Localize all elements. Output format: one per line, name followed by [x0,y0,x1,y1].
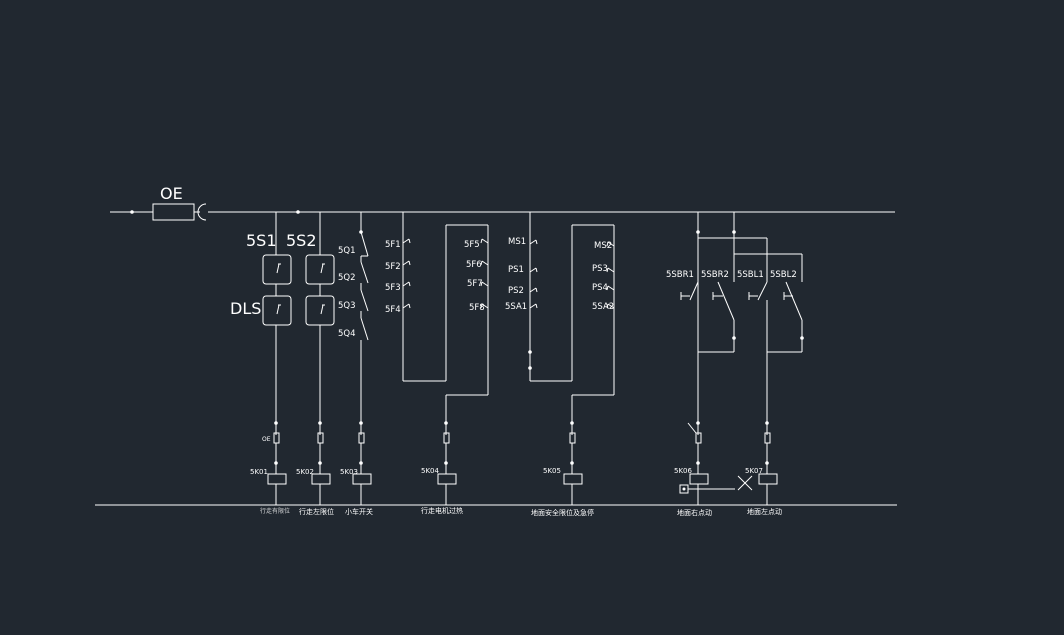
label-5q1: 5Q1 [338,246,356,256]
label-5f6: 5F6 [466,260,482,270]
label-5sbr2: 5SBR2 [701,270,729,280]
label-ps4: PS4 [592,283,608,293]
fuse-label: OE [160,184,183,203]
label-dls: DLS [230,299,261,318]
coil-5k02: 5K02 [296,468,314,476]
label-oe-small: OE [262,436,271,443]
label-5f2: 5F2 [385,262,401,272]
label-5f7: 5F7 [467,279,483,289]
branch-sb [680,212,804,435]
label-5f3: 5F3 [385,283,401,293]
label-ps3: PS3 [592,264,608,274]
label-ms2: MS2 [594,241,612,251]
label-5f1: 5F1 [385,240,401,250]
caption-2: 行走左限位 [299,507,334,516]
branch-s1 [262,212,292,435]
label-5q2: 5Q2 [338,273,356,283]
coil-5k06: 5K06 [674,467,692,475]
coil-5k05: 5K05 [543,467,561,475]
label-5s2: 5S2 [286,231,317,250]
label-5sbl2: 5SBL2 [770,270,797,280]
label-5q3: 5Q3 [338,301,356,311]
label-ps2: PS2 [508,286,524,296]
label-5sbl1: 5SBL1 [737,270,764,280]
caption-6: 地面右点动 [677,508,712,517]
coil-5k03: 5K03 [340,468,358,476]
top-bus [110,210,895,214]
fuse-oe [152,203,207,221]
label-5f5: 5F5 [464,240,480,250]
caption-1: 行走有限位 [260,507,290,515]
label-ps1: PS1 [508,265,524,275]
label-5sbr1: 5SBR1 [666,270,694,280]
coil-5k04: 5K04 [421,467,439,475]
caption-4: 行走电机过热 [421,506,463,515]
label-5s1: 5S1 [246,231,277,250]
label-5sa2: 5SA2 [592,302,614,312]
coil-5k01: 5K01 [250,468,268,476]
coil-5k07: 5K07 [745,467,763,475]
label-5sa1: 5SA1 [505,302,527,312]
caption-7: 地面左点动 [747,507,782,516]
label-5f4: 5F4 [385,305,401,315]
label-5f8: 5F8 [469,303,485,313]
caption-5: 地面安全限位及急停 [531,508,594,517]
label-ms1: MS1 [508,237,526,247]
label-5q4: 5Q4 [338,329,356,339]
branch-q [359,212,369,435]
caption-3: 小车开关 [345,507,373,516]
branch-s2 [305,212,335,435]
lower-row [267,421,778,505]
